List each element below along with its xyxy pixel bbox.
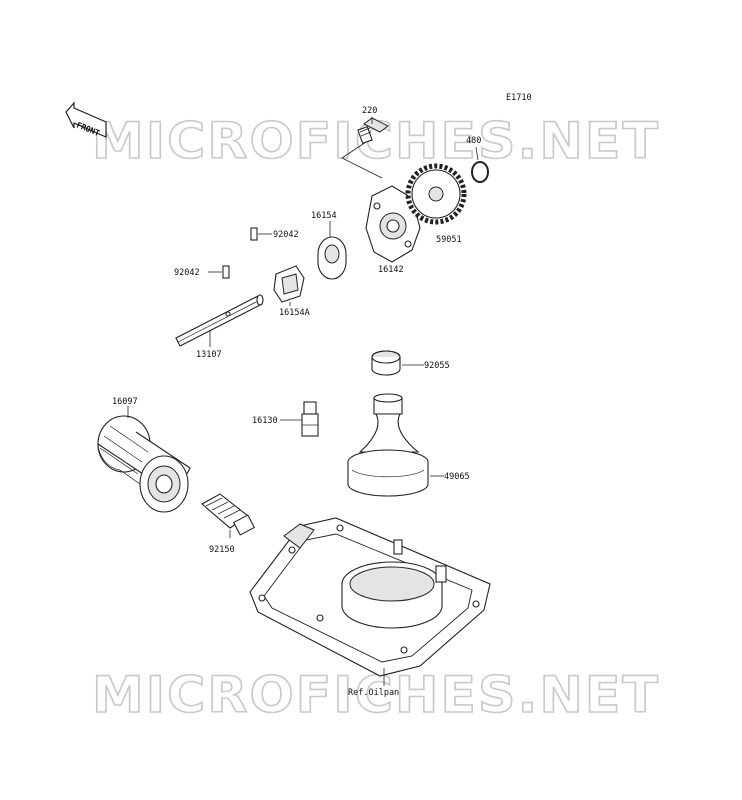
part-16142-pump-cover bbox=[365, 185, 421, 263]
label-92042-upper: 92042 bbox=[273, 230, 299, 240]
label-59051: 59051 bbox=[436, 235, 462, 245]
label-480: 480 bbox=[466, 136, 481, 146]
label-ref-oilpan: Ref.Oilpan bbox=[348, 688, 399, 698]
label-16130: 16130 bbox=[252, 416, 278, 426]
part-16097-oil-filter bbox=[97, 415, 191, 513]
label-92042-lower: 92042 bbox=[174, 268, 200, 278]
part-92042-pin-upper bbox=[250, 227, 258, 241]
label-92150: 92150 bbox=[209, 545, 235, 555]
label-92055: 92055 bbox=[424, 361, 450, 371]
part-480-circlip bbox=[471, 161, 489, 183]
part-220-bolt bbox=[357, 117, 389, 144]
label-16154: 16154 bbox=[311, 211, 337, 221]
label-49065: 49065 bbox=[444, 472, 470, 482]
label-16154a: 16154A bbox=[279, 308, 310, 318]
part-13107-shaft bbox=[175, 294, 264, 347]
part-59051-gear bbox=[405, 163, 467, 225]
part-92150-relief-valve bbox=[201, 493, 256, 536]
watermark-bottom: MICROFICHES.NET bbox=[92, 666, 660, 724]
label-220: 220 bbox=[362, 106, 377, 116]
part-16154-outer-rotor bbox=[317, 236, 347, 280]
label-13107: 13107 bbox=[196, 350, 222, 360]
oil-pan-reference bbox=[249, 517, 491, 677]
part-16154a-inner-rotor bbox=[273, 265, 305, 303]
diagram-code: E1710 bbox=[506, 93, 532, 103]
label-16097: 16097 bbox=[112, 397, 138, 407]
front-arrow-icon: FRONT bbox=[65, 101, 107, 138]
part-49065-strainer bbox=[347, 393, 429, 497]
label-16142: 16142 bbox=[378, 265, 404, 275]
part-16130-fitting bbox=[301, 401, 319, 437]
part-92055-plug bbox=[371, 350, 401, 376]
part-92042-pin-lower bbox=[222, 265, 230, 279]
